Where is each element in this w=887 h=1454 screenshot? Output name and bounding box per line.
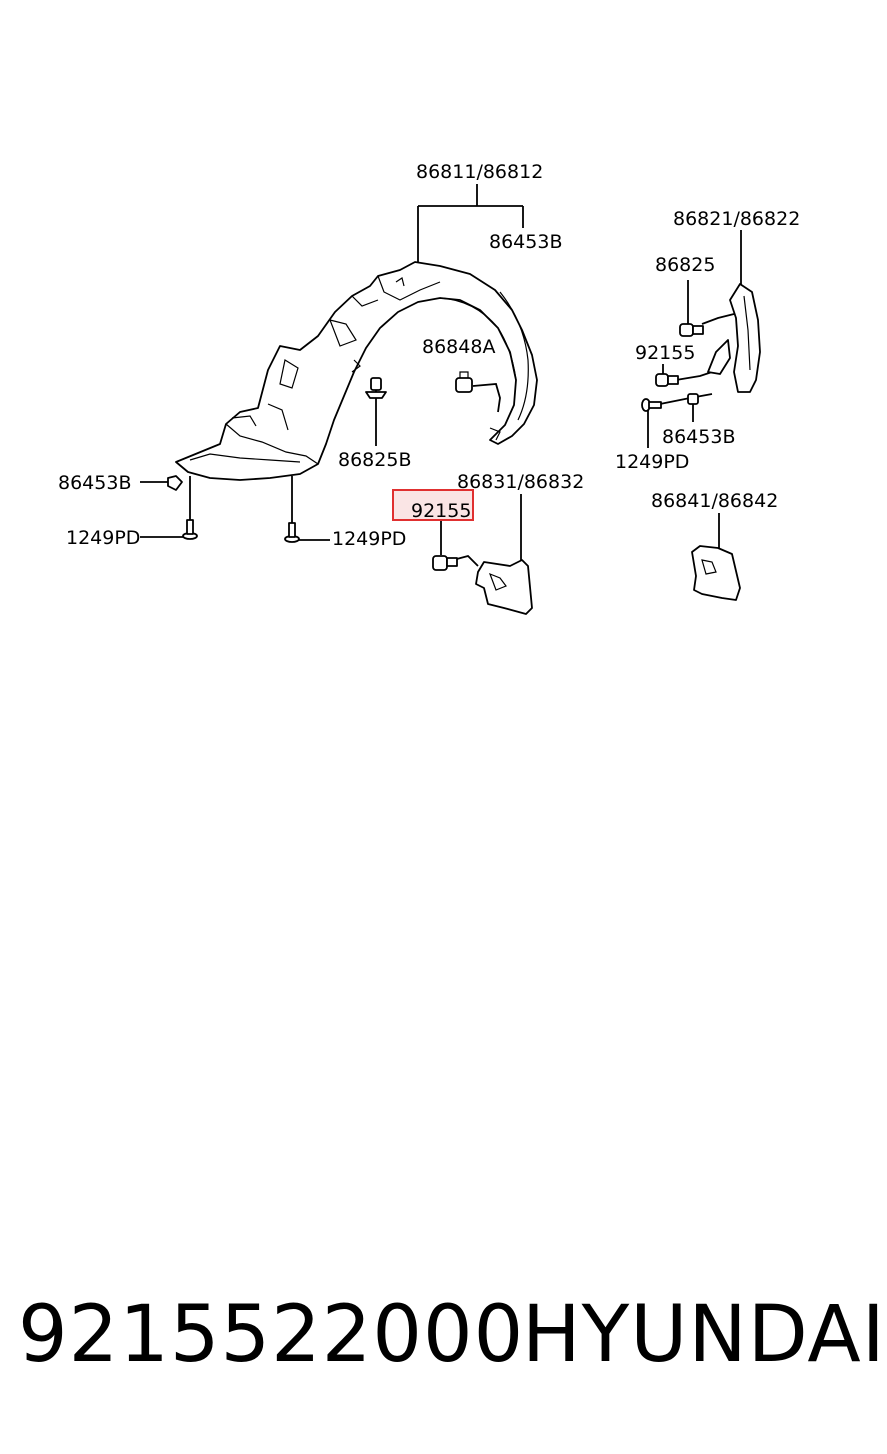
part-number: 9215522000 (18, 1290, 525, 1380)
wheel-guard-liner (175, 261, 538, 481)
label-86825: 86825 (655, 254, 715, 276)
label-1249pd-right: 1249PD (615, 451, 689, 473)
label-86841-86842: 86841/86842 (651, 490, 778, 512)
label-86453b-top: 86453B (489, 231, 562, 253)
label-86811-86812: 86811/86812 (416, 161, 543, 183)
bolt-92155-right-icon (655, 373, 679, 387)
bolt-92155-icon (432, 555, 458, 571)
clip-86848a-icon (455, 371, 473, 393)
screw-1249pd-mid-icon (284, 522, 300, 543)
label-86831-86832: 86831/86832 (457, 471, 584, 493)
rear-guard-piece (707, 283, 761, 393)
label-92155-right: 92155 (635, 342, 695, 364)
brand-name: HYUNDAI (522, 1290, 886, 1380)
clip-86453b-right-icon (687, 393, 699, 405)
part-labels: 86811/86812 86453B 86848A 86825B 86453B … (58, 161, 800, 550)
label-86821-86822: 86821/86822 (673, 208, 800, 230)
label-86453b-left: 86453B (58, 472, 131, 494)
screw-86825b-icon (365, 377, 387, 399)
label-1249pd-left: 1249PD (66, 527, 140, 549)
fasteners (167, 323, 704, 571)
label-1249pd-mid: 1249PD (332, 528, 406, 550)
highlight-box (392, 489, 474, 521)
label-86825b: 86825B (338, 449, 411, 471)
bolt-86825-icon (679, 323, 704, 337)
label-86848a: 86848A (422, 336, 495, 358)
mud-flap-86831 (475, 559, 533, 615)
footer: 9215522000 HYUNDAI (0, 1290, 887, 1410)
screw-1249pd-right-icon (641, 398, 662, 412)
mud-flap-86841 (691, 545, 741, 601)
label-86453b-right: 86453B (662, 426, 735, 448)
label-92155-highlighted: 92155 (411, 500, 471, 522)
screw-1249pd-left-icon (182, 519, 198, 540)
clip-86453b-left-icon (167, 475, 183, 491)
parts-diagram: 86811/86812 86453B 86848A 86825B 86453B … (58, 161, 800, 615)
